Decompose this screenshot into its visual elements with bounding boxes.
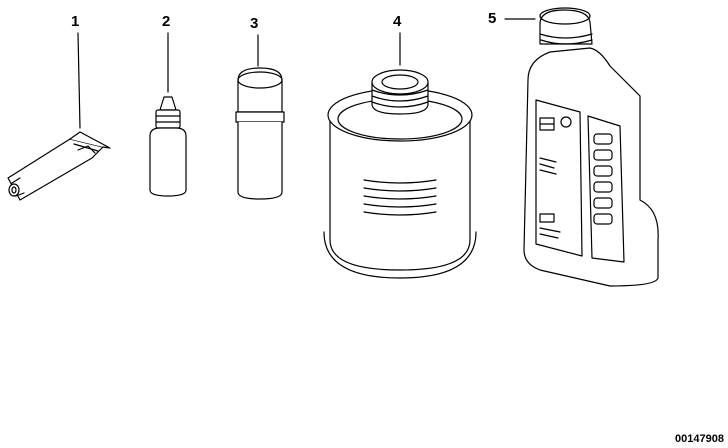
grease-tin-part: [323, 69, 477, 279]
callout-3: 3: [250, 15, 259, 32]
tube-part: [7, 131, 111, 201]
callout-4: 4: [393, 13, 402, 30]
callout-2: 2: [162, 13, 171, 30]
spray-can-part: [235, 67, 285, 200]
callout-1: 1: [71, 13, 80, 30]
callout-5: 5: [488, 10, 497, 27]
leader-lines: [77, 18, 536, 129]
dropper-bottle-part: [149, 96, 187, 197]
canister-grip-slots: [593, 133, 613, 225]
oil-canister-part: [523, 7, 659, 287]
canister-label-marks: [539, 116, 572, 239]
leader-line-1: [77, 32, 81, 129]
diagram-reference-code: 00147908: [675, 433, 724, 445]
tin-label-lines: [363, 179, 437, 216]
